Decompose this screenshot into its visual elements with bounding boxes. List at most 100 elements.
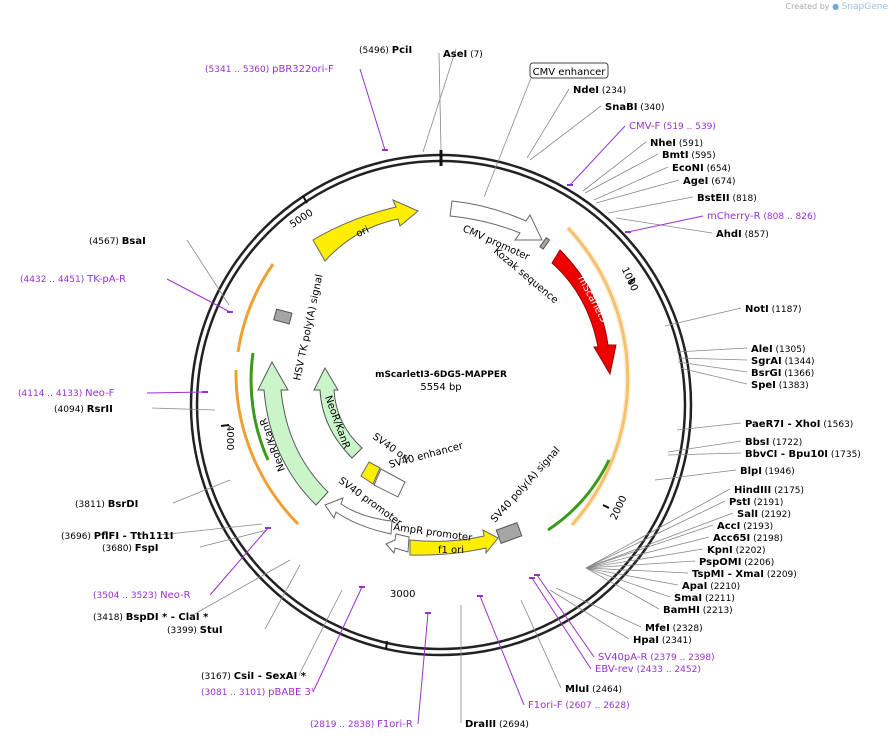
primer-label: CMV-F (519 .. 539) (629, 121, 716, 132)
primer-label: EBV-rev (2433 .. 2452) (595, 664, 701, 675)
enzyme-site[interactable]: PaeR7I - XhoI (1563) (676, 419, 853, 431)
enzyme-position: (2211) (702, 594, 735, 604)
enzyme-site[interactable]: SmaI (2211) (585, 567, 735, 604)
enzyme-name: DraIII (465, 719, 496, 730)
enzyme-site[interactable]: AleI (1305) (675, 344, 805, 355)
enzyme-site[interactable]: SnaBI (340) (529, 102, 664, 161)
primer-site[interactable]: F1ori-F (2607 .. 2628) (477, 595, 630, 711)
feature-neor-kanr-outer[interactable] (257, 360, 329, 506)
enzyme-site[interactable]: TspMI - XmaI (2209) (585, 567, 797, 580)
tick-3000 (385, 640, 388, 650)
feature-f1-ori[interactable] (409, 529, 499, 556)
primer-label: (5341 .. 5360) pBR322ori-F (205, 64, 334, 75)
primer-arrow-green-left (249, 352, 270, 461)
enzyme-name: AhdI (716, 229, 742, 240)
enzyme-label: NdeI (234) (573, 85, 626, 96)
enzyme-leader-line (438, 52, 442, 151)
feature-sv40-enhancer[interactable] (373, 468, 406, 498)
enzyme-site[interactable]: MluI (2464) (520, 599, 622, 695)
enzyme-site[interactable]: (3167) CsiI - SexAI * (201, 589, 343, 682)
enzyme-site[interactable]: SpeI (1383) (679, 367, 809, 391)
enzyme-site[interactable]: BstEII (818) (607, 193, 757, 214)
primer-site[interactable]: EBV-rev (2433 .. 2452) (529, 577, 701, 675)
credit-prefix: Created by (785, 2, 830, 11)
primer-site[interactable]: (3081 .. 3101) pBABE 3' (201, 586, 365, 698)
enzyme-site[interactable]: DraIII (2694) (460, 605, 529, 730)
enzyme-site[interactable]: AccI (2193) (585, 521, 773, 569)
feature-mscarlet3[interactable] (551, 249, 617, 376)
enzyme-site[interactable]: BamHI (2213) (585, 567, 733, 616)
enzyme-site[interactable]: NdeI (234) (526, 85, 626, 159)
primer-leader-line (627, 215, 704, 233)
enzyme-site[interactable]: PstI (2191) (585, 497, 783, 569)
enzyme-label: NotI (1187) (745, 304, 802, 315)
primer-range: (519 .. 539) (660, 122, 716, 132)
enzyme-site[interactable]: Acc65I (2198) (585, 533, 783, 569)
enzyme-site[interactable]: (3418) BspDI * - ClaI * (93, 559, 291, 623)
enzyme-site[interactable]: (4094) RsrII (54, 404, 216, 415)
feature-ori[interactable] (312, 199, 419, 262)
enzyme-name: PstI (729, 497, 751, 508)
primer-arrow-green-right (547, 459, 611, 532)
enzyme-site[interactable]: BsrGI (1366) (677, 361, 814, 379)
enzyme-site[interactable]: MfeI (2328) (555, 587, 703, 634)
primer-site[interactable]: (5341 .. 5360) pBR322ori-F (205, 64, 388, 151)
tick-label-2000: 2000 (609, 494, 630, 522)
enzyme-leader-line (607, 196, 694, 214)
enzyme-site[interactable]: AgeI (674) (595, 176, 735, 204)
enzyme-site[interactable]: BmtI (595) (584, 150, 716, 194)
enzyme-site[interactable]: PspOMI (2206) (585, 557, 774, 569)
snapgene-logo-icon: ● (832, 2, 840, 11)
enzyme-label: AseI (7) (443, 49, 483, 60)
enzyme-site[interactable]: (4567) BsaI (89, 236, 230, 306)
enzyme-site[interactable]: (3811) BsrDI (75, 479, 231, 510)
primer-site[interactable]: SV40pA-R (2379 .. 2398) (534, 574, 715, 663)
feature-neor-kanr-inner[interactable] (313, 366, 363, 459)
enzyme-name: SpeI (751, 380, 776, 391)
enzyme-label: BamHI (2213) (663, 605, 733, 616)
enzyme-site[interactable]: HpaI (2341) (549, 589, 692, 646)
enzyme-site[interactable]: AseI (7) (438, 49, 483, 151)
primer-site[interactable]: CMV-F (519 .. 539) (567, 121, 716, 186)
primer-site[interactable]: (2819 .. 2838) F1ori-R (310, 612, 431, 730)
feature-sv40-ori[interactable] (360, 461, 381, 485)
enzyme-label: HpaI (2341) (633, 635, 692, 646)
enzyme-site[interactable]: (3399) StuI (167, 564, 301, 636)
primer-label: (2819 .. 2838) F1ori-R (310, 719, 413, 730)
enzyme-label: SgrAI (1344) (751, 356, 815, 367)
primer-label: mCherry-R (808 .. 826) (707, 211, 816, 222)
feature-ampr-promoter[interactable] (385, 533, 410, 555)
enzyme-site[interactable]: HindIII (2175) (585, 485, 804, 569)
enzyme-position: (2198) (750, 534, 783, 544)
enzyme-site[interactable]: ApaI (2210) (585, 567, 740, 592)
feature-cmv-promoter[interactable] (449, 200, 543, 241)
primer-site[interactable]: (3504 .. 3523) Neo-R (93, 527, 271, 601)
enzyme-site[interactable]: (3680) FspI (102, 529, 268, 554)
enzyme-site[interactable]: SgrAI (1344) (677, 356, 815, 367)
primer-name: TK-pA-R (86, 274, 126, 285)
enzyme-name: HindIII (734, 485, 771, 496)
enzyme-site[interactable]: EcoNI (654) (593, 163, 731, 201)
enzyme-name: RsrII (87, 404, 113, 415)
primer-site[interactable]: (4432 .. 4451) TK-pA-R (20, 274, 233, 313)
enzyme-position: (3167) (201, 672, 234, 682)
feature-sv40-promoter[interactable] (324, 497, 393, 535)
enzyme-label: AhdI (857) (716, 229, 769, 240)
enzyme-site[interactable]: AhdI (857) (615, 217, 769, 240)
enzyme-leader-line (298, 589, 343, 676)
enzyme-site[interactable]: SalI (2192) (585, 509, 791, 569)
enzyme-position: (818) (730, 194, 757, 204)
enzyme-label: AleI (1305) (751, 344, 805, 355)
primer-label: F1ori-F (2607 .. 2628) (528, 700, 630, 711)
enzyme-site[interactable]: (3696) PflFI - Tth111I (61, 523, 263, 542)
enzyme-site[interactable]: (5496) PciI (359, 45, 457, 153)
enzyme-site[interactable]: BbsI (1722) (667, 437, 802, 453)
enzyme-leader-line (585, 567, 689, 574)
enzyme-site[interactable]: NheI (591) (582, 138, 703, 192)
enzyme-site[interactable]: BlpI (1946) (654, 466, 795, 481)
primer-site[interactable]: mCherry-R (808 .. 826) (625, 211, 816, 233)
enzyme-site[interactable]: BbvCI - Bpu10I (1735) (667, 449, 861, 460)
enzyme-site[interactable]: NotI (1187) (664, 304, 802, 327)
primer-site[interactable]: (4114 .. 4133) Neo-F (18, 388, 208, 399)
enzyme-site[interactable]: KpnI (2202) (585, 545, 766, 569)
